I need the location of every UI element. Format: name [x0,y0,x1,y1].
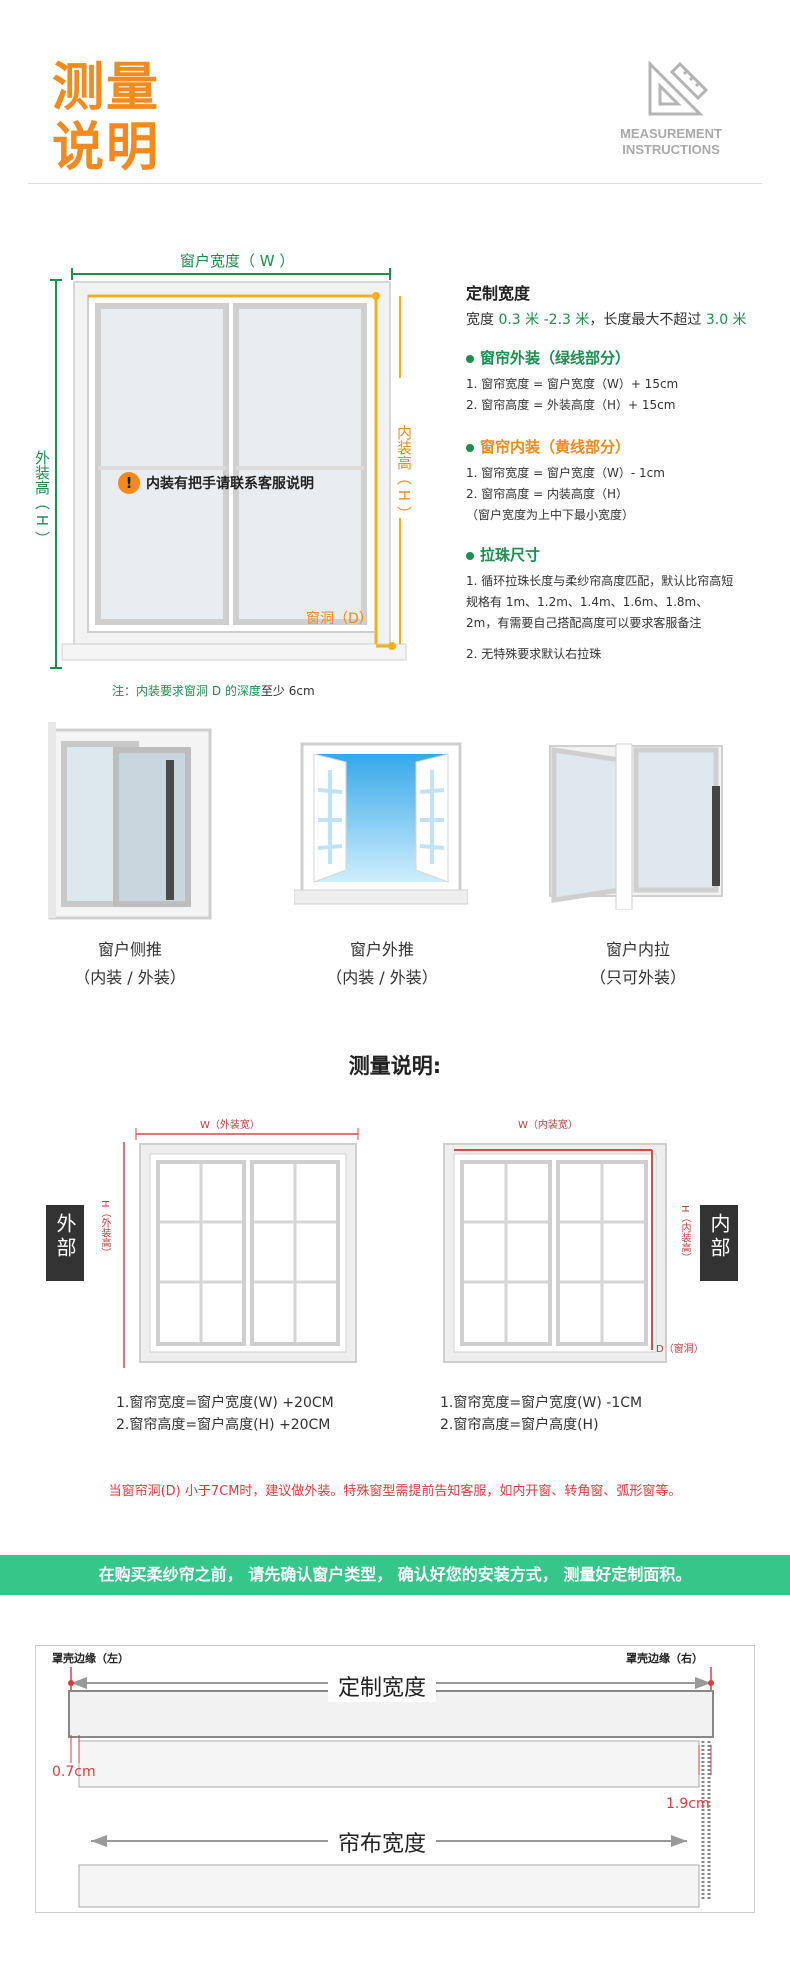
inner-width-label: W（内装宽） [518,1120,578,1131]
right-edge-label: 罩壳边缘（右） [626,1652,703,1665]
outer-width-label: W（外装宽） [200,1120,260,1131]
outer-height-label-2: H（外装高） [99,1200,110,1258]
inner-install-heading: 窗帘内装（黄线部分） [466,436,786,457]
window-type-outward: 窗户外推 （内装 / 外装） [326,940,438,987]
window-type-inward: 窗户内拉 （只可外装） [589,940,686,987]
bead-note-2: 2. 无特殊要求默认右拉珠 [466,647,602,661]
handle-note: ! 内装有把手请联系客服说明 [118,472,314,494]
recess-warning: 当窗帘洞(D) 小于7CM时，建议做外装。特殊窗型需提前告知客服，如内开窗、转角… [108,1484,682,1499]
bead-heading: 拉珠尺寸 [466,544,786,565]
inner-window-diagram [443,1143,667,1363]
recess-label: 窗洞（D） [306,611,373,627]
bullet-icon [466,551,474,560]
bead-note-1a: 1. 循环拉珠长度与柔纱帘高度匹配，默认比帘高短 [466,574,734,588]
bead-note-1c: 2m，有需要自己搭配高度可以要求客服备注 [466,616,702,630]
casement-out-window-image [294,742,468,905]
casement-in-window-image [549,743,723,910]
warning-icon: ! [118,472,140,494]
custom-width-label: 定制宽度 [328,1670,437,1702]
bullet-icon [466,354,474,363]
header-divider [28,183,762,184]
page-title-line2: 说明 [52,118,161,178]
spec-range: 宽度 0.3 米 -2.3 米，长度最大不超过 3.0 米 [466,312,747,328]
depth-note: 注：内装要求窗洞 D 的深度至少 6cm [112,684,315,698]
spec-title: 定制宽度 [466,284,531,303]
bead-note-1b: 规格有 1m、1.2m、1.4m、1.6m、1.8m、 [466,595,709,609]
outer-tab: 外部 [46,1205,84,1281]
window-type-sliding: 窗户侧推 （内装 / 外装） [74,940,186,987]
recess-label-2: D（窗洞） [656,1344,704,1355]
purchase-banner: 在购买柔纱帘之前， 请先确认窗户类型， 确认好您的安装方式， 测量好定制面积。 [0,1555,790,1595]
inner-height-label-2: H（内装高） [679,1205,690,1263]
left-edge-label: 罩壳边缘（左） [52,1652,129,1665]
measure-title: 测量说明: [348,1054,442,1078]
outer-window-diagram [123,1128,359,1368]
title-english: MEASUREMENT INSTRUCTIONS [620,126,722,157]
sliding-window-image [48,722,212,920]
bullet-icon [466,443,474,452]
outer-formula-2: 2. 窗帘高度 = 外装高度（H）+ 15cm [466,398,676,412]
window-diagram [50,268,407,669]
inner-formulas: 1.窗帘宽度=窗户宽度(W) -1CM 2.窗帘高度=窗户高度(H) [440,1395,643,1433]
inner-formula-3: （窗户宽度为上中下最小宽度） [466,508,635,522]
page-title: 测量 说明 [52,58,160,178]
width-label: 窗户宽度（ W ） [180,252,295,270]
page-title-line1: 测量 [52,58,161,118]
outer-formulas: 1.窗帘宽度=窗户宽度(W) +20CM 2.窗帘高度=窗户高度(H) +20C… [116,1395,334,1433]
inner-height-label: 内装高（ H ） [395,425,413,521]
left-gap-label: 0.7cm [52,1764,96,1780]
inner-formula-2: 2. 窗帘高度 = 内装高度（H） [466,487,628,501]
outer-install-heading: 窗帘外装（绿线部分） [466,347,786,368]
inner-formula-1: 1. 窗帘宽度 = 窗户宽度（W）- 1cm [466,466,665,480]
right-gap-label: 1.9cm [666,1796,710,1812]
outer-formula-1: 1. 窗帘宽度 = 窗户宽度（W）+ 15cm [466,377,679,391]
inner-tab: 内部 [700,1205,738,1281]
outer-height-label: 外装高（ H ） [33,450,51,546]
fabric-width-label: 帘布宽度 [328,1826,437,1858]
ruler-triangle-icon [648,60,709,116]
spec-panel: 定制宽度 宽度 0.3 米 -2.3 米，长度最大不超过 3.0 米 窗帘外装（… [466,280,786,665]
